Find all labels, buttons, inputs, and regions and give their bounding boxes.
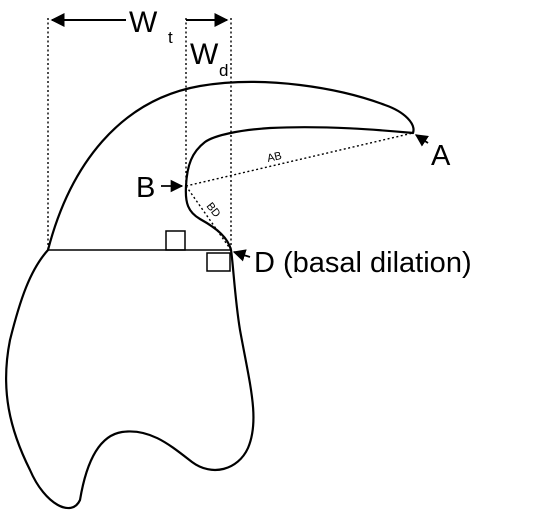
wd-subscript: d — [219, 61, 228, 80]
wt-label: W — [129, 6, 158, 39]
point-b-label: B — [136, 172, 155, 204]
right-angle-marker-b — [165, 230, 186, 251]
wd-label: W — [190, 38, 219, 71]
wt-subscript: t — [168, 28, 173, 47]
segment-bd-line — [185, 185, 232, 251]
point-d-arrow — [232, 249, 251, 262]
segment-ab-line — [185, 132, 414, 187]
claw-outline — [4, 80, 415, 510]
point-d-label: D (basal dilation) — [254, 247, 472, 279]
point-a-label: A — [431, 140, 451, 172]
segment-ab-label: AB — [266, 150, 283, 165]
segment-bd-label: BD — [204, 200, 223, 219]
right-angle-marker-d — [206, 252, 231, 272]
point-a-arrow — [414, 134, 429, 147]
